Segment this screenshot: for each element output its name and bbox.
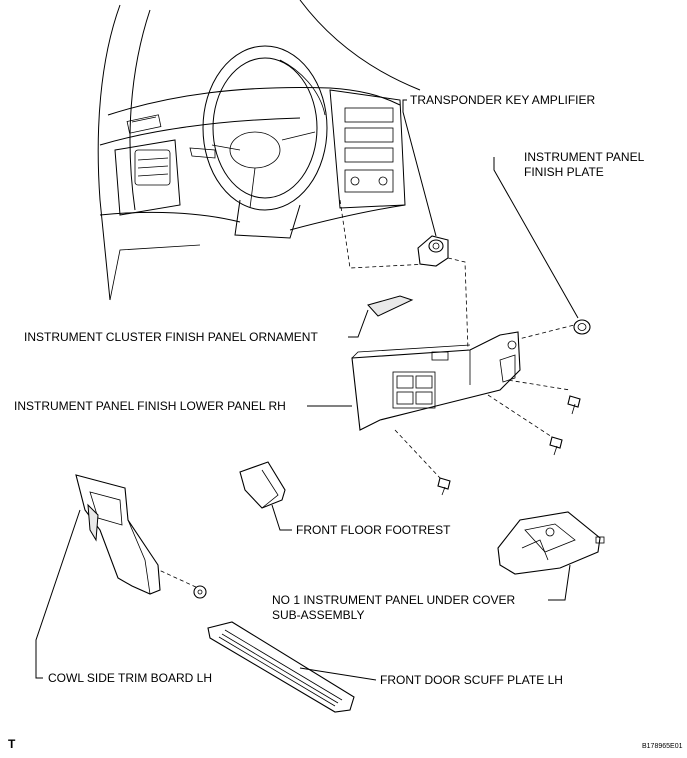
label-under-cover-line2: SUB-ASSEMBLY	[272, 608, 364, 622]
label-cowl-side-trim: COWL SIDE TRIM BOARD LH	[48, 671, 212, 685]
label-front-floor-footrest: FRONT FLOOR FOOTREST	[296, 523, 451, 537]
label-finish-plate-line1: INSTRUMENT PANEL	[524, 150, 645, 164]
label-front-door-scuff-plate: FRONT DOOR SCUFF PLATE LH	[380, 673, 563, 687]
label-lower-panel-rh: INSTRUMENT PANEL FINISH LOWER PANEL RH	[14, 399, 286, 413]
cluster-ornament-part	[367, 295, 414, 317]
clip-bolt-3	[437, 477, 451, 496]
clip-bolt-1	[567, 395, 581, 415]
clip-bolt-2	[549, 436, 563, 456]
front-floor-footrest-part	[239, 461, 286, 509]
label-transponder-key-amplifier: TRANSPONDER KEY AMPLIFIER	[410, 93, 595, 107]
under-cover-part	[497, 511, 605, 575]
cowl-side-trim-part	[75, 474, 161, 595]
lower-panel-rh-part	[351, 331, 521, 431]
transponder-key-amplifier-part	[417, 235, 449, 267]
label-cluster-ornament: INSTRUMENT CLUSTER FINISH PANEL ORNAMENT	[24, 330, 318, 344]
label-leaders	[35, 99, 579, 681]
corner-mark: T	[8, 737, 16, 751]
finish-plate-part	[573, 319, 591, 335]
clip-bolt-4	[193, 585, 207, 599]
dashboard-illustration	[97, 0, 421, 301]
scuff-plate-part	[207, 621, 355, 713]
label-under-cover-line1: NO 1 INSTRUMENT PANEL UNDER COVER	[272, 593, 515, 607]
label-finish-plate-line2: FINISH PLATE	[524, 165, 604, 179]
figure-code: B178965E01	[642, 743, 683, 750]
